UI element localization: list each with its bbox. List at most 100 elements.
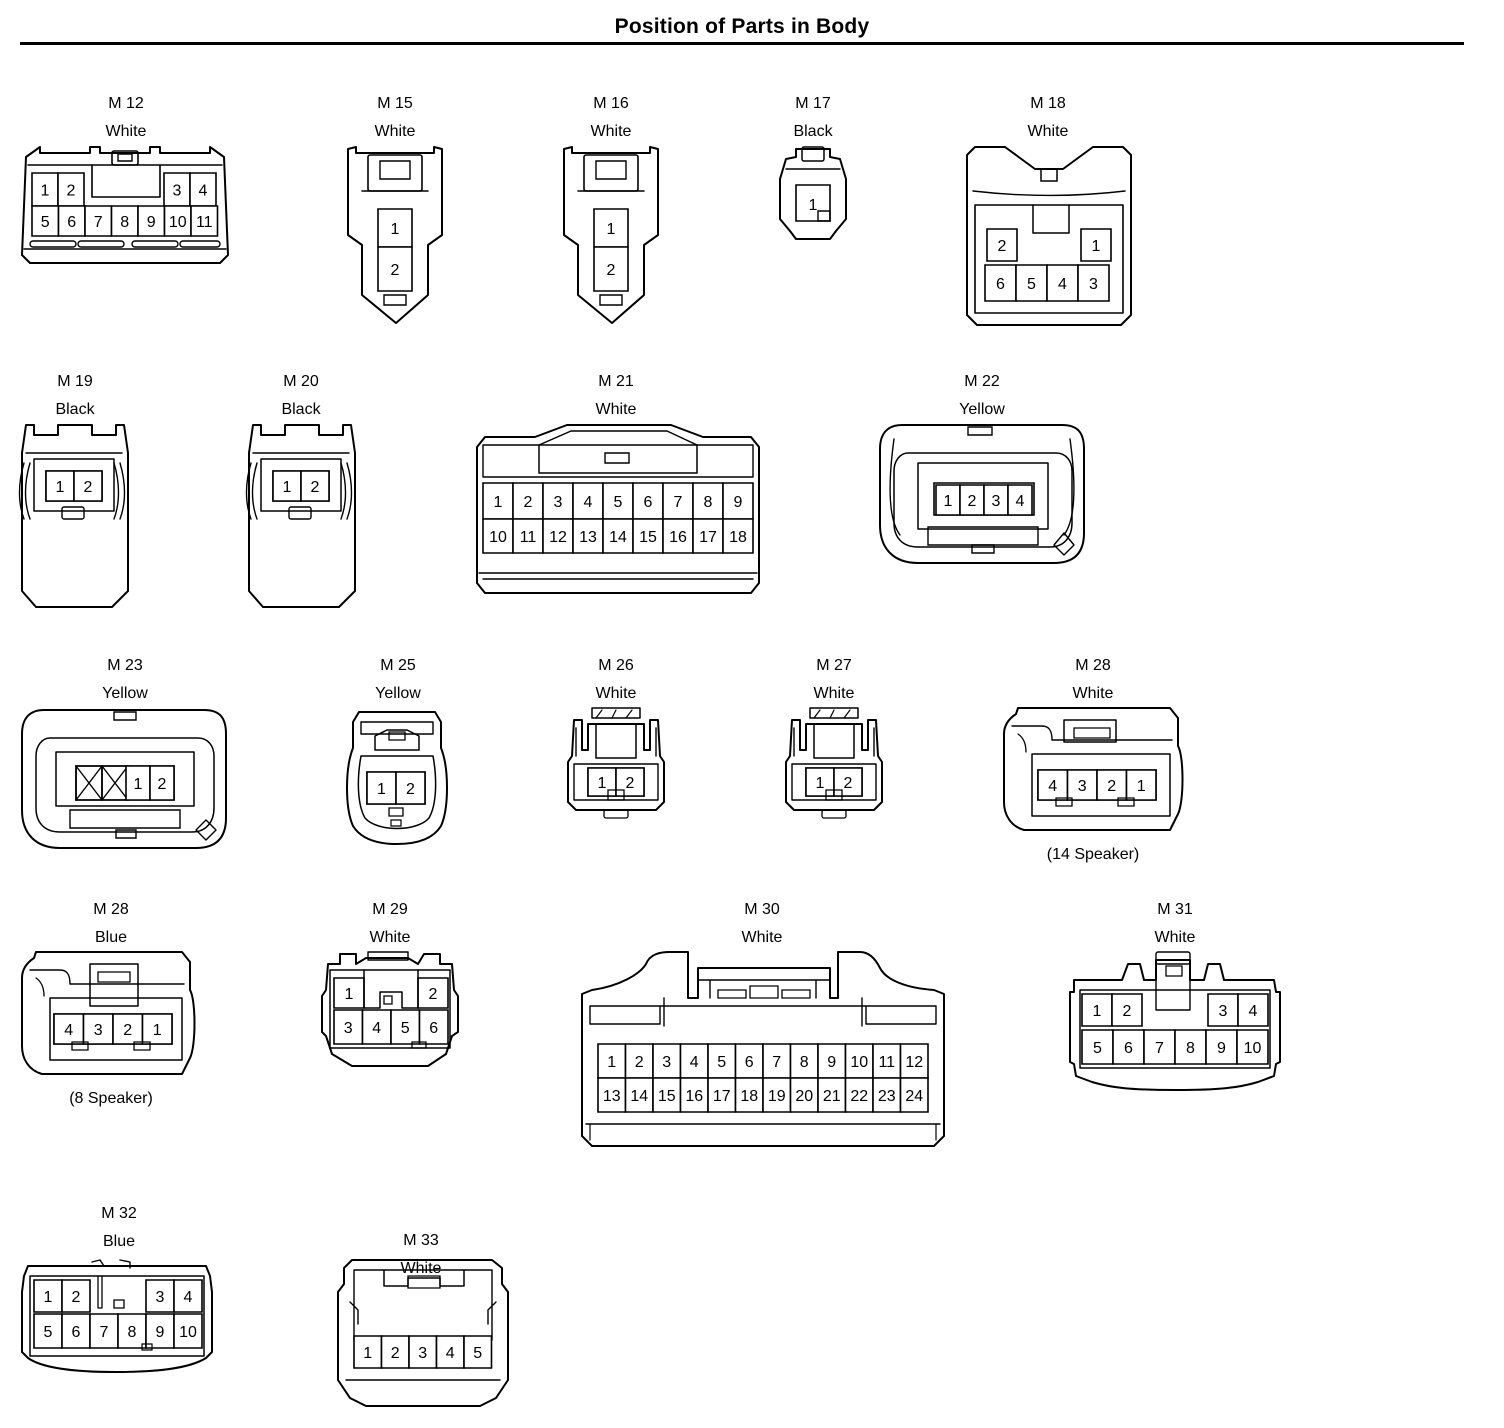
connector-code: M 20	[283, 373, 319, 390]
pin-number: 7	[94, 214, 103, 231]
pin-cell: 3	[334, 1010, 363, 1044]
pin-number: 10	[169, 214, 187, 231]
pin-number: 10	[179, 1324, 197, 1341]
connector-color: White	[1154, 929, 1196, 946]
pin-cell: 14	[603, 519, 633, 553]
connector-code: M 19	[57, 373, 93, 390]
connector-color: Yellow	[102, 685, 148, 702]
pin-number: 17	[713, 1088, 731, 1105]
connector-color: Black	[55, 401, 95, 418]
pin-cell: 3	[84, 1014, 114, 1044]
pin-cell: 18	[723, 519, 753, 553]
pin-number: 6	[67, 214, 76, 231]
connector-color: White	[374, 123, 416, 140]
pin-cell: 5	[391, 1010, 420, 1044]
pin-cell: 4	[1038, 770, 1068, 800]
connector-code: M 31	[1157, 901, 1193, 918]
pin-number: 1	[816, 775, 825, 792]
pin-cell: 5	[603, 483, 633, 519]
pin-number: 1	[944, 493, 953, 510]
pin-cell: 1	[1127, 770, 1157, 800]
connector-color: Blue	[102, 1233, 136, 1250]
pin-number: 2	[123, 1022, 132, 1039]
pin-cell: 1	[334, 978, 364, 1008]
pin-number: 4	[584, 494, 593, 511]
pin-cell: 12	[543, 519, 573, 553]
pin-cell: 2	[987, 229, 1017, 261]
pin-cell: 7	[763, 1044, 791, 1078]
pin-cell: 2	[1097, 770, 1127, 800]
connector-color: Yellow	[375, 685, 421, 702]
pin-number: 6	[429, 1020, 438, 1037]
pin-number: 3	[156, 1289, 165, 1306]
pin-cell: 15	[653, 1078, 681, 1112]
pin-cell: 1	[34, 1280, 62, 1312]
pin-cell: 9	[146, 1314, 174, 1348]
pin-number: 11	[878, 1054, 895, 1071]
connector-color: White	[741, 929, 783, 946]
pin-cell: 8	[112, 206, 139, 236]
pin-number: 14	[609, 529, 627, 546]
pin-number: 16	[669, 529, 687, 546]
pin-number: 3	[94, 1022, 103, 1039]
pin-cell: 9	[1206, 1030, 1237, 1064]
pin-cell: 2	[418, 978, 448, 1008]
pin-cell: 1	[126, 766, 150, 800]
pin-cell: 13	[598, 1078, 626, 1112]
pin-number: 24	[905, 1088, 923, 1105]
pin-cell: 16	[681, 1078, 709, 1112]
pin-cell: 2	[301, 471, 329, 501]
connector-color: White	[400, 1260, 442, 1277]
pin-number: 1	[363, 1345, 372, 1362]
pin-number: 2	[524, 494, 533, 511]
pin-number: 12	[905, 1054, 923, 1071]
pin-number: 1	[134, 776, 143, 793]
pin-cell: 10	[165, 206, 192, 236]
pin-cell: 4	[1047, 265, 1078, 301]
pin-number: 13	[603, 1088, 621, 1105]
pin-number: 4	[446, 1345, 455, 1362]
pin-number: 18	[740, 1088, 758, 1105]
pin-cell: 4	[1008, 485, 1032, 515]
pin-number: 1	[1093, 1003, 1102, 1020]
connector-color: White	[105, 123, 147, 140]
pin-cell: 6	[62, 1314, 90, 1348]
connector-code: M 15	[377, 95, 413, 112]
pin-cell: 17	[708, 1078, 736, 1112]
pin-cell: 9	[818, 1044, 846, 1078]
pin-cell: 2	[960, 485, 984, 515]
connector-color: White	[1072, 685, 1114, 702]
connector-code: M 33	[403, 1232, 439, 1249]
pin-number: 5	[401, 1020, 410, 1037]
pin-number: 3	[662, 1054, 671, 1071]
pin-number: 8	[120, 214, 129, 231]
pin-number: 8	[800, 1054, 809, 1071]
pin-number: 1	[607, 221, 616, 238]
pin-number: 3	[992, 493, 1001, 510]
connector-code: M 18	[1030, 95, 1066, 112]
pin-number: 15	[639, 529, 657, 546]
connector-color: White	[595, 401, 637, 418]
pin-number: 2	[391, 262, 400, 279]
pin-cell: 4	[573, 483, 603, 519]
pin-number: 1	[607, 1054, 616, 1071]
pin-cell: 6	[633, 483, 663, 519]
pin-cell: 8	[118, 1314, 146, 1348]
pin-cell: 4	[681, 1044, 709, 1078]
pin-number: 9	[734, 494, 743, 511]
pin-cell: 1	[1082, 994, 1112, 1026]
pin-number: 3	[173, 183, 182, 200]
pin-number: 4	[372, 1020, 381, 1037]
pin-cell: 4	[437, 1336, 465, 1368]
connector-code: M 21	[598, 373, 634, 390]
pin-number: 6	[1124, 1040, 1133, 1057]
pin-cell: 2	[113, 1014, 143, 1044]
pin-number: 4	[1058, 276, 1067, 293]
pin-cell: 2	[150, 766, 174, 800]
pin-cell: 1	[367, 772, 396, 804]
